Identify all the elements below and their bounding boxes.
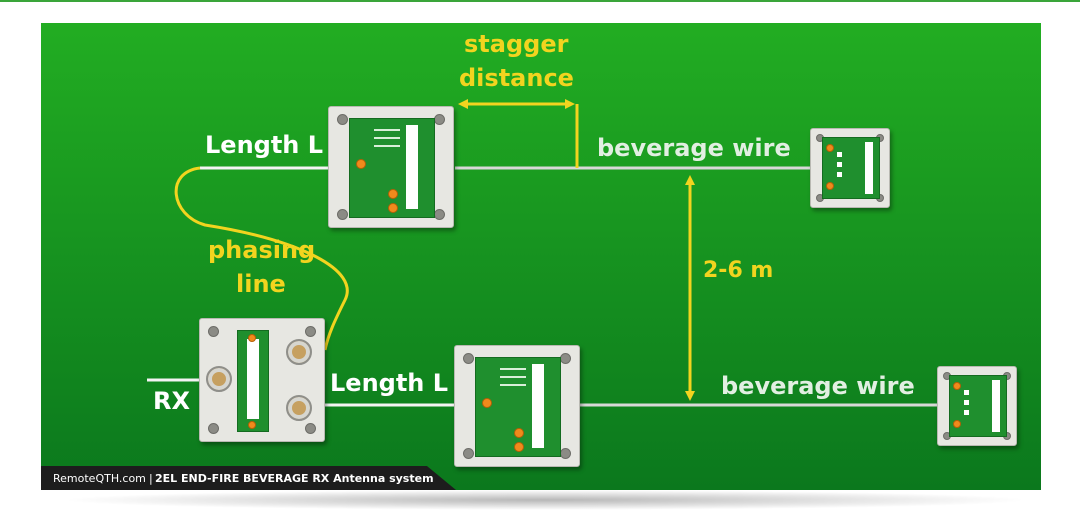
screw: [337, 114, 348, 125]
screw: [434, 209, 445, 220]
screw: [208, 423, 219, 434]
pcb-label-area: [865, 142, 873, 194]
phasing-line-curve: [174, 166, 349, 351]
footer-bar: RemoteQTH.com | 2EL END-FIRE BEVERAGE RX…: [41, 466, 456, 490]
rx-label: RX: [153, 387, 190, 415]
led-indicator: [248, 334, 256, 342]
screw: [305, 326, 316, 337]
screw: [305, 423, 316, 434]
screw: [463, 353, 474, 364]
beverage-wire-label-top: beverage wire: [597, 134, 791, 162]
phasing-label-line1: phasing: [208, 236, 316, 264]
footer-brand: RemoteQTH.com: [53, 472, 146, 485]
terminator-box-top: [810, 128, 890, 208]
output-connector-bottom: [286, 395, 312, 421]
pcb-board: [475, 357, 561, 457]
pcb-label-area: [992, 380, 1000, 432]
length-label-bottom: Length L: [330, 369, 449, 397]
terminator-box-bottom: [937, 366, 1017, 446]
led-indicator: [388, 203, 398, 213]
pcb-label-area: [406, 125, 418, 209]
beverage-wire-label-bottom: beverage wire: [721, 372, 915, 400]
phasing-box-bottom: [454, 345, 580, 467]
led-indicator: [514, 428, 524, 438]
screw: [560, 448, 571, 459]
footer-separator: |: [149, 472, 153, 485]
led-indicator: [356, 159, 366, 169]
splitter-box: [199, 318, 325, 442]
pcb-label-area: [247, 339, 259, 419]
led-indicator: [953, 420, 961, 428]
screw: [560, 353, 571, 364]
output-connector-top: [286, 339, 312, 365]
led-indicator: [514, 442, 524, 452]
pcb-label-area: [532, 364, 544, 448]
pcb-board: [822, 137, 880, 199]
led-indicator: [826, 182, 834, 190]
panel-shadow: [65, 490, 1025, 510]
pcb-board: [949, 375, 1007, 437]
pcb-board: [349, 118, 435, 218]
screw: [463, 448, 474, 459]
led-indicator: [482, 398, 492, 408]
pcb-board: [237, 330, 269, 432]
length-label-top: Length L: [205, 131, 324, 159]
top-accent-line: [0, 0, 1080, 2]
led-indicator: [388, 189, 398, 199]
phasing-box-top: [328, 106, 454, 228]
phasing-label-line2: line: [236, 270, 286, 298]
led-indicator: [248, 421, 256, 429]
stagger-label-line2: distance: [459, 64, 574, 92]
rx-connector: [206, 366, 232, 392]
stagger-label-line1: stagger: [464, 30, 569, 58]
screw: [337, 209, 348, 220]
led-indicator: [953, 382, 961, 390]
screw: [434, 114, 445, 125]
spacing-label: 2-6 m: [703, 258, 774, 283]
screw: [208, 326, 219, 337]
footer-title: 2EL END-FIRE BEVERAGE RX Antenna system: [155, 472, 434, 485]
led-indicator: [826, 144, 834, 152]
